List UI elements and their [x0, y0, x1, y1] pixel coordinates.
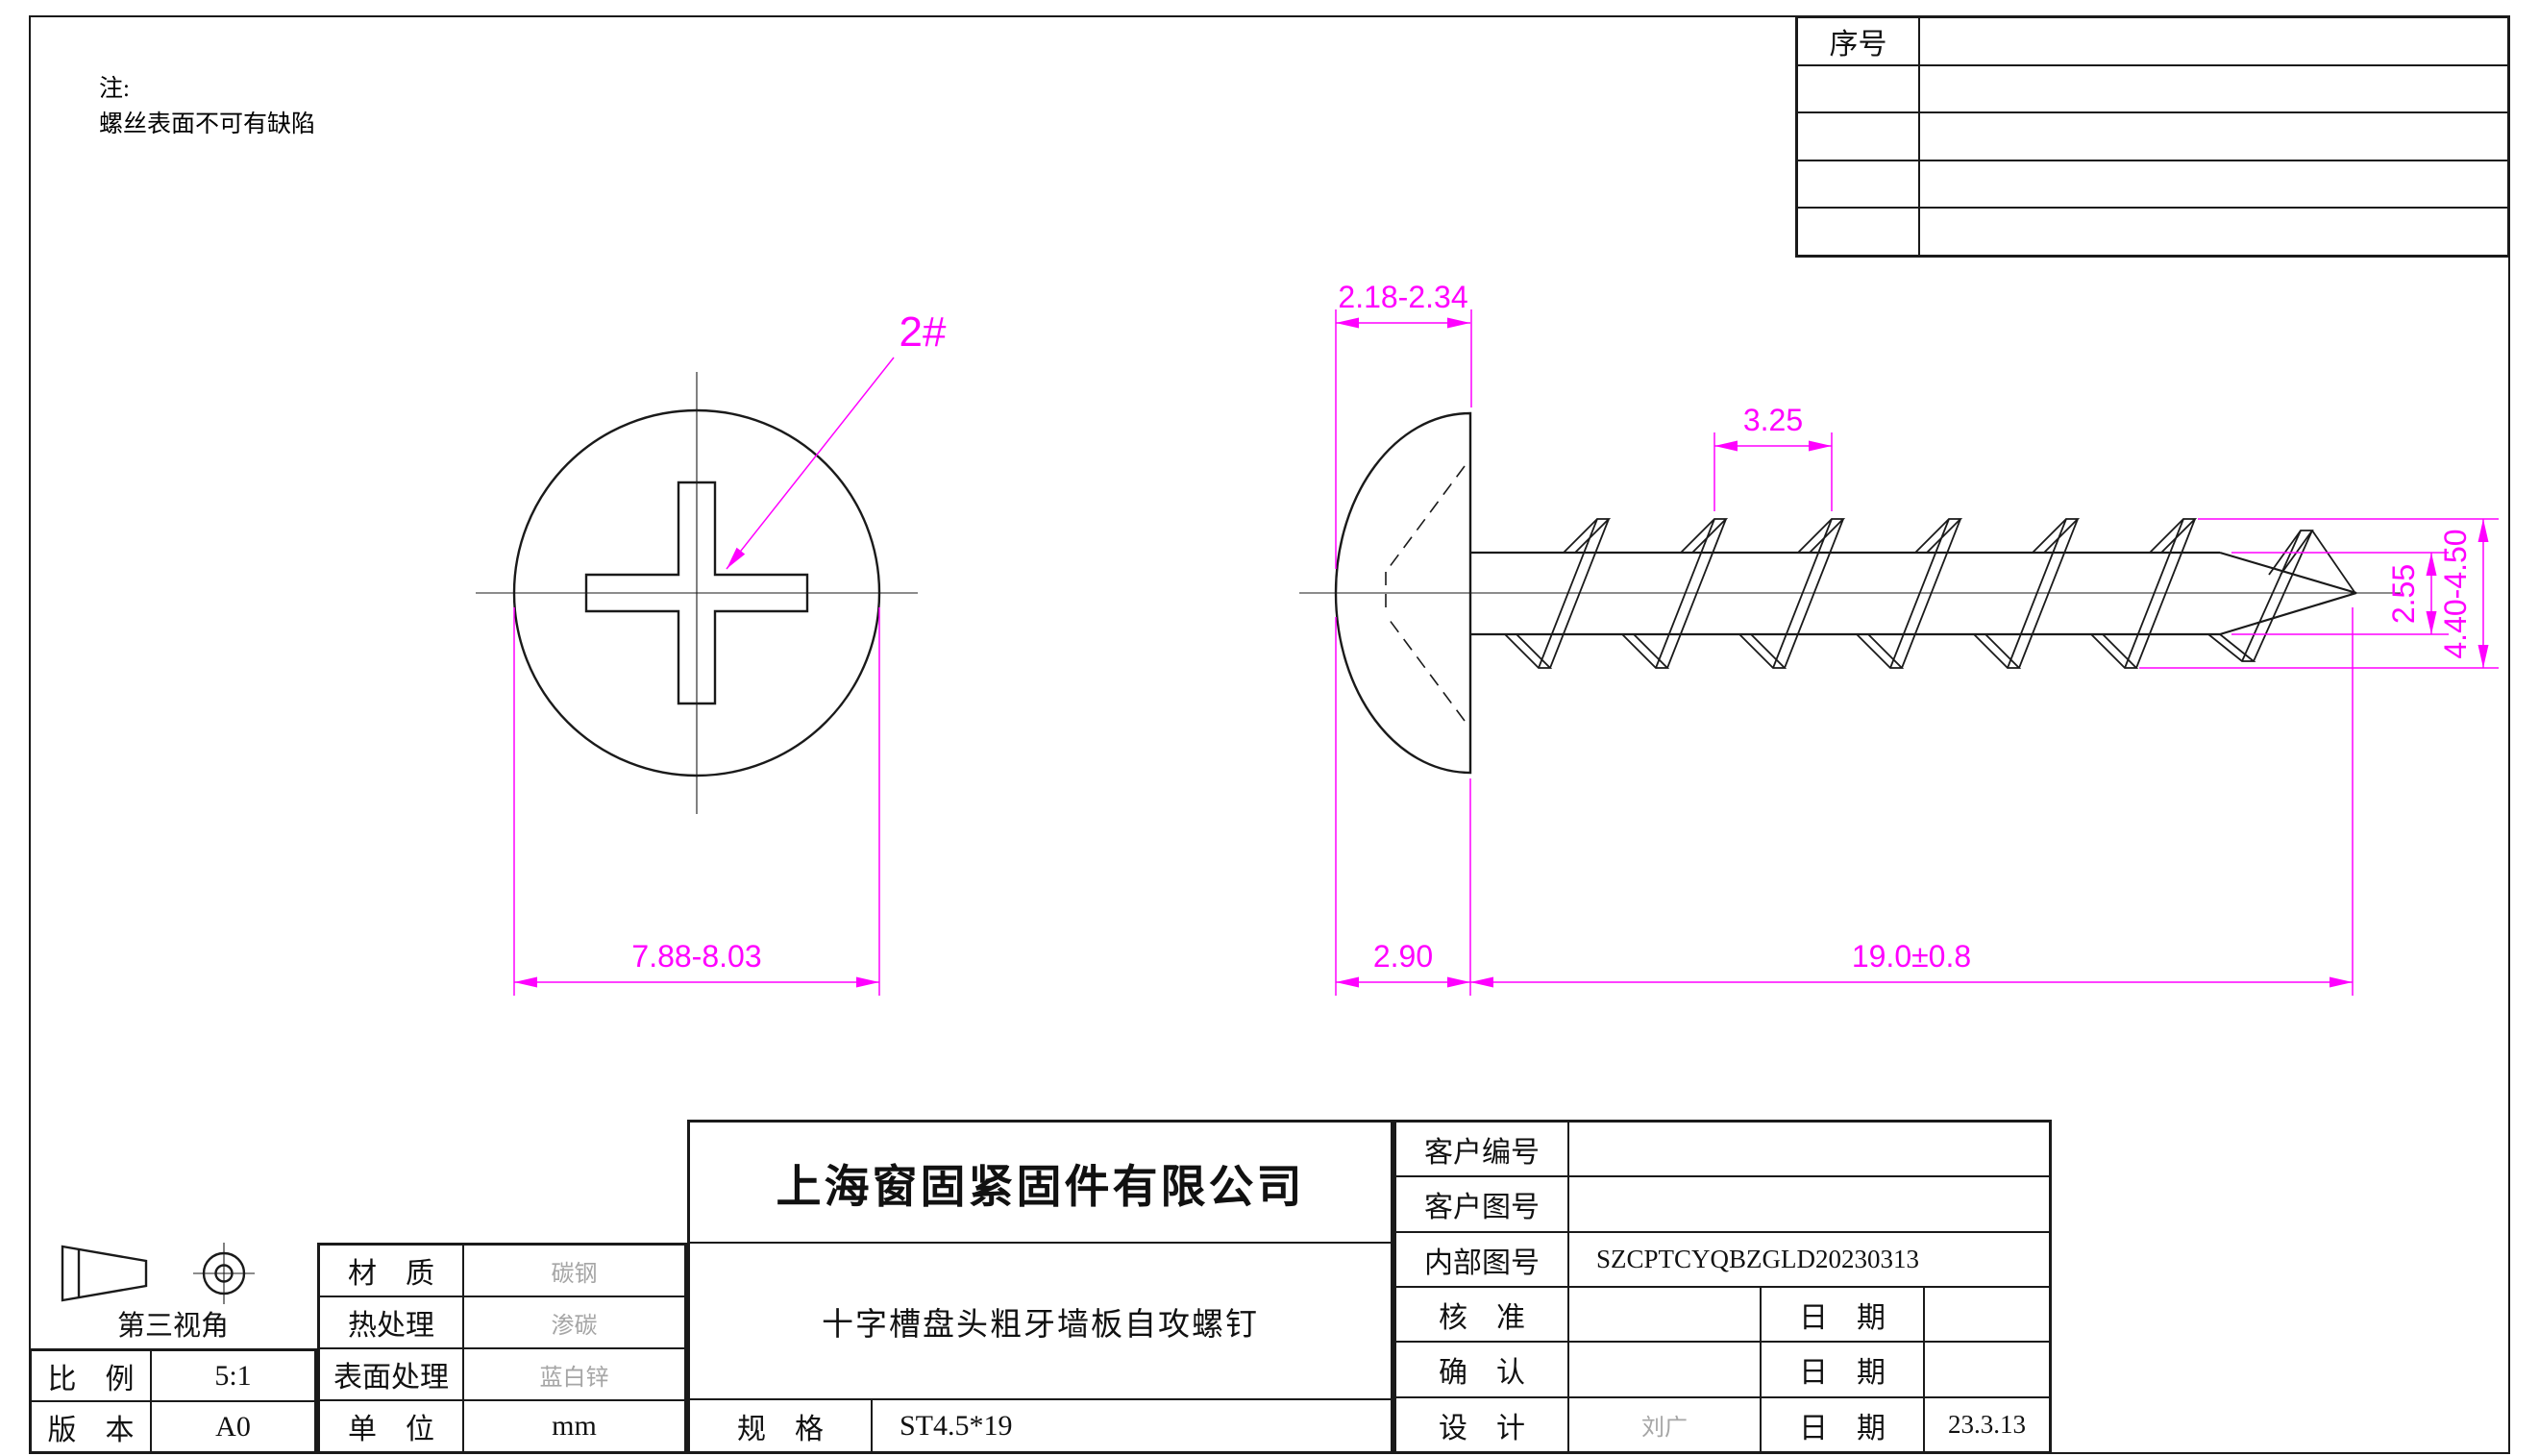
- note-text: 螺丝表面不可有缺陷: [99, 111, 316, 137]
- confirmed-value: [1568, 1342, 1761, 1397]
- scale-value: 5:1: [151, 1350, 315, 1401]
- approved-date-label: 日 期: [1761, 1287, 1924, 1342]
- company-name: 上海窗固紧固件有限公司: [689, 1122, 1392, 1243]
- version-value: A0: [151, 1401, 315, 1452]
- customer-no-value: [1568, 1122, 2050, 1176]
- serial-cell: [1919, 17, 2508, 65]
- design-date-value: 23.3.13: [1924, 1397, 2050, 1452]
- serial-cell: [1919, 160, 2508, 209]
- note-label: 注:: [99, 76, 130, 102]
- heat-treatment-value: 渗碳: [463, 1296, 685, 1348]
- customer-no-label: 客户编号: [1395, 1122, 1568, 1176]
- material-label: 材 质: [319, 1245, 463, 1296]
- serial-table: 序号: [1795, 15, 2510, 258]
- surface-treatment-label: 表面处理: [319, 1348, 463, 1400]
- heat-treatment-label: 热处理: [319, 1296, 463, 1348]
- approval-block: 客户编号 客户图号 内部图号 SZCPTCYQBZGLD20230313 核 准…: [1393, 1120, 2052, 1454]
- serial-cell: [1797, 112, 1919, 160]
- serial-cell: [1797, 160, 1919, 209]
- internal-drawing-label: 内部图号: [1395, 1232, 1568, 1287]
- designer-value: 刘广: [1568, 1397, 1761, 1452]
- unit-value: mm: [463, 1400, 685, 1452]
- confirmed-date-label: 日 期: [1761, 1342, 1924, 1397]
- confirmed-date-value: [1924, 1342, 2050, 1397]
- projection-label: 第三视角: [116, 1311, 229, 1342]
- approved-value: [1568, 1287, 1761, 1342]
- scale-label: 比 例: [31, 1350, 151, 1401]
- unit-label: 单 位: [319, 1400, 463, 1452]
- surface-treatment-value: 蓝白锌: [463, 1348, 685, 1400]
- spec-value: ST4.5*19: [872, 1399, 1392, 1452]
- approved-date-value: [1924, 1287, 2050, 1342]
- customer-drawing-label: 客户图号: [1395, 1176, 1568, 1232]
- confirmed-label: 确 认: [1395, 1342, 1568, 1397]
- approved-label: 核 准: [1395, 1287, 1568, 1342]
- serial-cell: [1919, 112, 2508, 160]
- internal-drawing-value: SZCPTCYQBZGLD20230313: [1568, 1232, 2050, 1287]
- serial-cell: [1797, 208, 1919, 256]
- serial-cell: [1919, 64, 2508, 113]
- scale-version-block: 比 例 5:1 版 本 A0: [29, 1348, 317, 1454]
- material-value: 碳钢: [463, 1245, 685, 1296]
- designed-label: 设 计: [1395, 1397, 1568, 1452]
- product-name: 十字槽盘头粗牙墙板自攻螺钉: [689, 1243, 1392, 1399]
- customer-drawing-value: [1568, 1176, 2050, 1232]
- serial-cell: [1797, 64, 1919, 113]
- material-block: 材 质 碳钢 热处理 渗碳 表面处理 蓝白锌 单 位 mm: [317, 1243, 687, 1454]
- serial-header-cell: 序号: [1797, 17, 1919, 65]
- design-date-label: 日 期: [1761, 1397, 1924, 1452]
- note: 注: 螺丝表面不可有缺陷: [99, 71, 315, 142]
- serial-cell: [1919, 208, 2508, 256]
- version-label: 版 本: [31, 1401, 151, 1452]
- spec-label: 规 格: [689, 1399, 872, 1452]
- company-block: 上海窗固紧固件有限公司 十字槽盘头粗牙墙板自攻螺钉 规 格 ST4.5*19: [687, 1120, 1393, 1454]
